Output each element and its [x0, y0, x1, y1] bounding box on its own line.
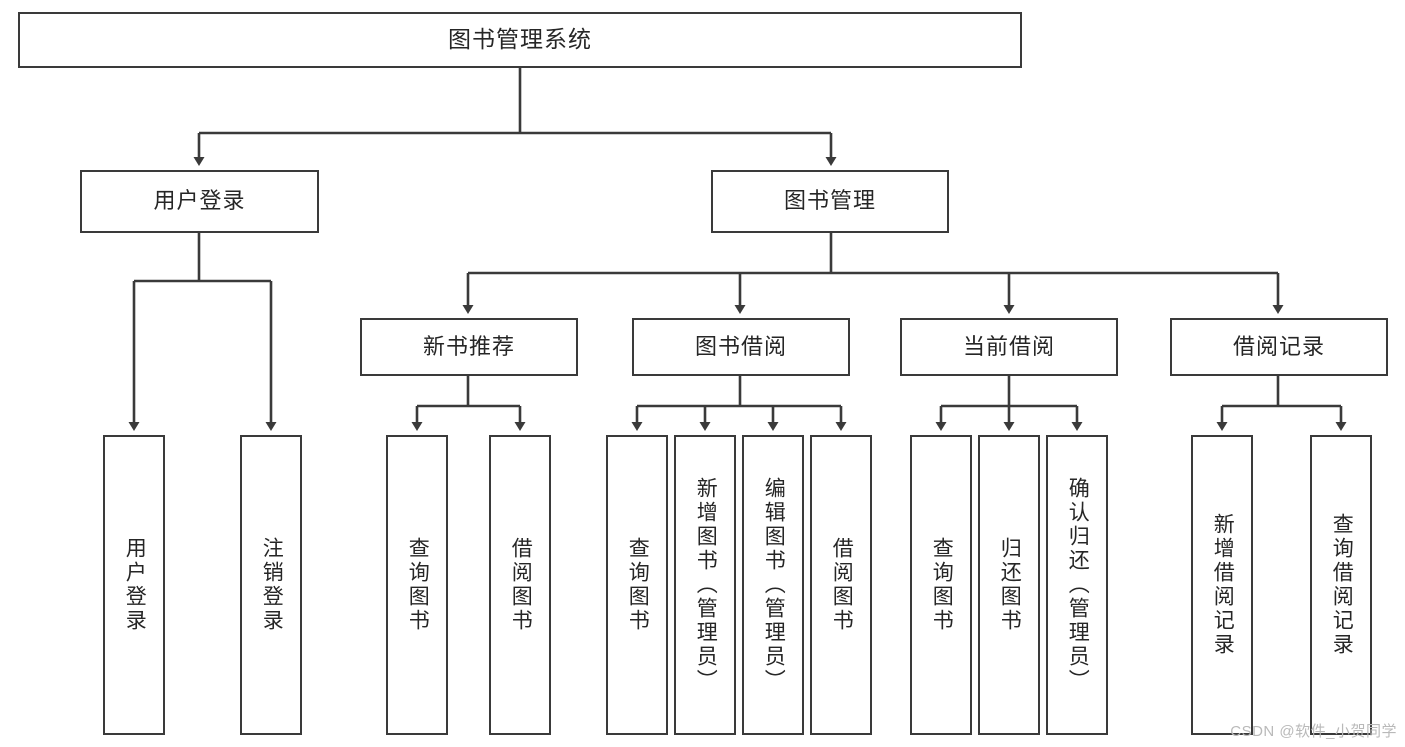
- node-label: 借阅图书: [509, 537, 533, 633]
- node-leaf-query-book-borrow[interactable]: 查询图书: [606, 435, 668, 735]
- node-label: 查询图书: [406, 537, 430, 633]
- node-label: 新增图书（管理员）: [694, 477, 718, 693]
- node-leaf-user-login[interactable]: 用户登录: [103, 435, 165, 735]
- node-leaf-add-borrow-record[interactable]: 新增借阅记录: [1191, 435, 1253, 735]
- watermark: CSDN @软件_小贺同学: [1230, 723, 1397, 740]
- node-user-login[interactable]: 用户登录: [80, 170, 319, 233]
- node-leaf-borrow-book-recommend[interactable]: 借阅图书: [489, 435, 551, 735]
- node-label: 编辑图书（管理员）: [762, 477, 786, 693]
- node-label: 查询借阅记录: [1330, 513, 1354, 657]
- node-label: 归还图书: [998, 537, 1022, 633]
- node-label: 借阅图书: [830, 537, 854, 633]
- node-leaf-logout[interactable]: 注销登录: [240, 435, 302, 735]
- node-label: 用户登录: [123, 537, 147, 633]
- node-label: 借阅记录: [1232, 333, 1325, 359]
- node-label: 查询图书: [626, 537, 650, 633]
- node-leaf-return-book[interactable]: 归还图书: [978, 435, 1040, 735]
- node-borrowing-records[interactable]: 借阅记录: [1170, 318, 1388, 376]
- node-label: 新书推荐: [422, 333, 515, 359]
- node-leaf-query-borrow-record[interactable]: 查询借阅记录: [1310, 435, 1372, 735]
- node-new-book-recommendation[interactable]: 新书推荐: [360, 318, 578, 376]
- node-label: 图书借阅: [694, 333, 787, 359]
- node-book-borrowing[interactable]: 图书借阅: [632, 318, 850, 376]
- node-label: 当前借阅: [962, 333, 1055, 359]
- node-book-management[interactable]: 图书管理: [711, 170, 949, 233]
- node-label: 图书管理: [783, 188, 876, 214]
- node-current-borrowing[interactable]: 当前借阅: [900, 318, 1118, 376]
- node-leaf-borrow-book[interactable]: 借阅图书: [810, 435, 872, 735]
- node-label: 用户登录: [153, 188, 246, 214]
- node-label: 查询图书: [930, 537, 954, 633]
- node-label: 新增借阅记录: [1211, 513, 1235, 657]
- node-leaf-query-book-current[interactable]: 查询图书: [910, 435, 972, 735]
- node-root-book-management-system[interactable]: 图书管理系统: [18, 12, 1022, 68]
- node-leaf-edit-book-admin[interactable]: 编辑图书（管理员）: [742, 435, 804, 735]
- node-label: 确认归还（管理员）: [1066, 477, 1090, 693]
- node-leaf-query-book-recommend[interactable]: 查询图书: [386, 435, 448, 735]
- node-label: 注销登录: [260, 537, 284, 633]
- node-leaf-confirm-return-admin[interactable]: 确认归还（管理员）: [1046, 435, 1108, 735]
- node-label: 图书管理系统: [448, 26, 592, 53]
- node-leaf-add-book-admin[interactable]: 新增图书（管理员）: [674, 435, 736, 735]
